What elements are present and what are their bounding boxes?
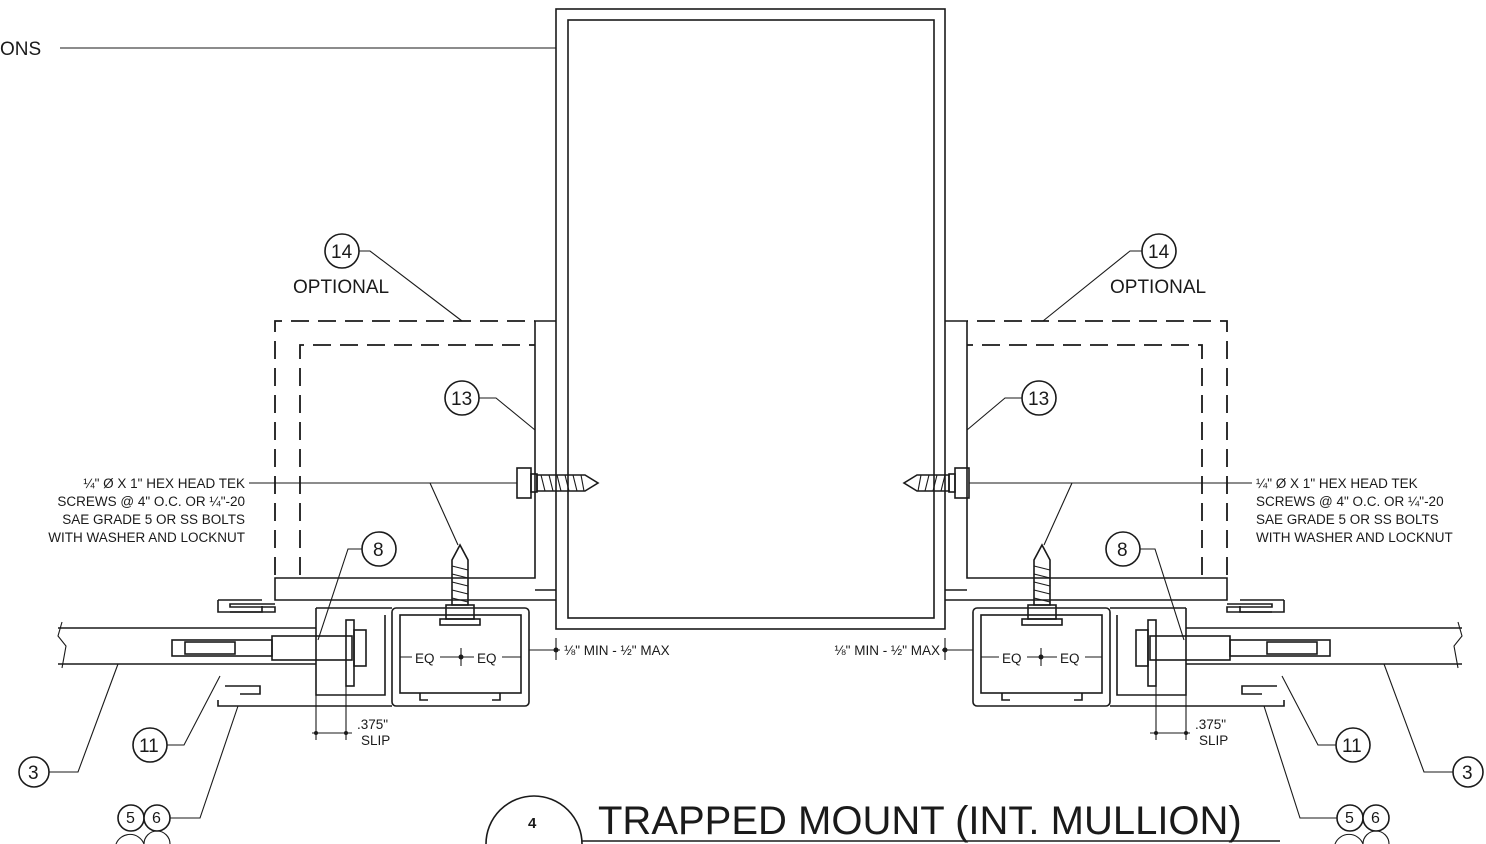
left-vertical-screw bbox=[439, 543, 481, 626]
right-eq-label-2: EQ bbox=[1060, 651, 1080, 666]
right-slip-dimension: .375" SLIP bbox=[1150, 686, 1228, 748]
left-note-line3: SAE GRADE 5 OR SS BOLTS bbox=[62, 512, 245, 527]
right-screw-note: ¼" Ø X 1" HEX HEAD TEK SCREWS @ 4" O.C. … bbox=[969, 476, 1453, 546]
right-eq-label-1: EQ bbox=[1002, 651, 1022, 666]
right-note-line4: WITH WASHER AND LOCKNUT bbox=[1256, 530, 1453, 545]
right-callout-3: 3 bbox=[1383, 663, 1484, 788]
detail-title-text: TRAPPED MOUNT (INT. MULLION) bbox=[598, 799, 1242, 843]
left-note-line2: SCREWS @ 4" O.C. OR ¼"-20 bbox=[57, 494, 245, 509]
left-slip-dimension: .375" SLIP bbox=[312, 686, 390, 748]
svg-text:5: 5 bbox=[126, 810, 135, 827]
svg-text:8: 8 bbox=[373, 540, 384, 561]
svg-text:11: 11 bbox=[139, 736, 159, 757]
left-callout-3: 3 bbox=[18, 663, 119, 788]
left-callout-13: 13 bbox=[444, 380, 536, 431]
left-callout-11: 11 bbox=[132, 675, 221, 763]
detail-number: 4 bbox=[528, 815, 537, 832]
left-slip-label: SLIP bbox=[361, 733, 390, 748]
right-horizontal-screw bbox=[902, 467, 970, 499]
left-eq-dimension: EQ EQ bbox=[400, 648, 521, 666]
left-eq-label-2: EQ bbox=[477, 651, 497, 666]
svg-text:13: 13 bbox=[451, 389, 472, 410]
right-clip-angle bbox=[945, 320, 1228, 601]
right-gap-note: ⅛" MIN - ½" MAX bbox=[834, 643, 940, 658]
right-slip-value: .375" bbox=[1195, 717, 1226, 732]
svg-text:6: 6 bbox=[152, 810, 161, 827]
svg-text:11: 11 bbox=[1342, 736, 1362, 757]
detail-number-bubble bbox=[485, 795, 583, 844]
left-gap-dimension: ⅛" MIN - ½" MAX bbox=[529, 638, 670, 660]
mullion bbox=[555, 8, 946, 630]
left-horizontal-screw bbox=[516, 467, 600, 499]
left-label-fragment: ONS bbox=[0, 39, 41, 60]
svg-text:14: 14 bbox=[1148, 242, 1170, 263]
right-infill-panel bbox=[1186, 621, 1463, 669]
left-gap-note: ⅛" MIN - ½" MAX bbox=[564, 643, 670, 658]
right-callout-13: 13 bbox=[966, 380, 1057, 431]
svg-text:13: 13 bbox=[1028, 389, 1049, 410]
left-callout-5-6: 5 6 bbox=[115, 705, 239, 844]
svg-text:8: 8 bbox=[1117, 540, 1128, 561]
left-frame-extrusion bbox=[217, 599, 530, 707]
right-slip-label: SLIP bbox=[1199, 733, 1228, 748]
right-optional-label: OPTIONAL bbox=[1110, 277, 1206, 298]
svg-text:14: 14 bbox=[331, 242, 353, 263]
svg-text:3: 3 bbox=[28, 763, 39, 784]
right-bolt bbox=[1135, 619, 1331, 687]
right-gap-dimension: ⅛" MIN - ½" MAX bbox=[834, 638, 973, 660]
left-callout-8: 8 bbox=[317, 531, 397, 641]
left-eq-label-1: EQ bbox=[415, 651, 435, 666]
right-callout-5-6: 5 6 bbox=[1263, 705, 1390, 844]
left-slip-value: .375" bbox=[357, 717, 388, 732]
svg-text:5: 5 bbox=[1345, 810, 1354, 827]
left-screw-note: ¼" Ø X 1" HEX HEAD TEK SCREWS @ 4" O.C. … bbox=[48, 476, 517, 546]
detail-title: 4 TRAPPED MOUNT (INT. MULLION) bbox=[485, 795, 1280, 844]
left-optional-bracket bbox=[274, 320, 535, 575]
svg-text:6: 6 bbox=[1371, 810, 1380, 827]
right-vertical-screw bbox=[1021, 543, 1063, 626]
right-callout-14: 14 OPTIONAL bbox=[1042, 233, 1206, 322]
right-frame-extrusion bbox=[972, 599, 1285, 707]
right-optional-bracket bbox=[967, 320, 1228, 575]
left-clip-angle bbox=[274, 320, 556, 601]
right-note-line1: ¼" Ø X 1" HEX HEAD TEK bbox=[1256, 476, 1418, 491]
left-optional-label: OPTIONAL bbox=[293, 277, 389, 298]
left-note-line4: WITH WASHER AND LOCKNUT bbox=[48, 530, 245, 545]
left-callout-14: 14 OPTIONAL bbox=[293, 233, 463, 322]
left-note-line1: ¼" Ø X 1" HEX HEAD TEK bbox=[83, 476, 245, 491]
right-note-line3: SAE GRADE 5 OR SS BOLTS bbox=[1256, 512, 1439, 527]
svg-text:3: 3 bbox=[1462, 763, 1473, 784]
right-eq-dimension: EQ EQ bbox=[981, 648, 1102, 666]
right-callout-8: 8 bbox=[1105, 531, 1185, 641]
right-note-line2: SCREWS @ 4" O.C. OR ¼"-20 bbox=[1256, 494, 1444, 509]
right-callout-11: 11 bbox=[1281, 675, 1371, 763]
left-infill-panel bbox=[57, 621, 316, 669]
left-bolt bbox=[171, 619, 367, 687]
